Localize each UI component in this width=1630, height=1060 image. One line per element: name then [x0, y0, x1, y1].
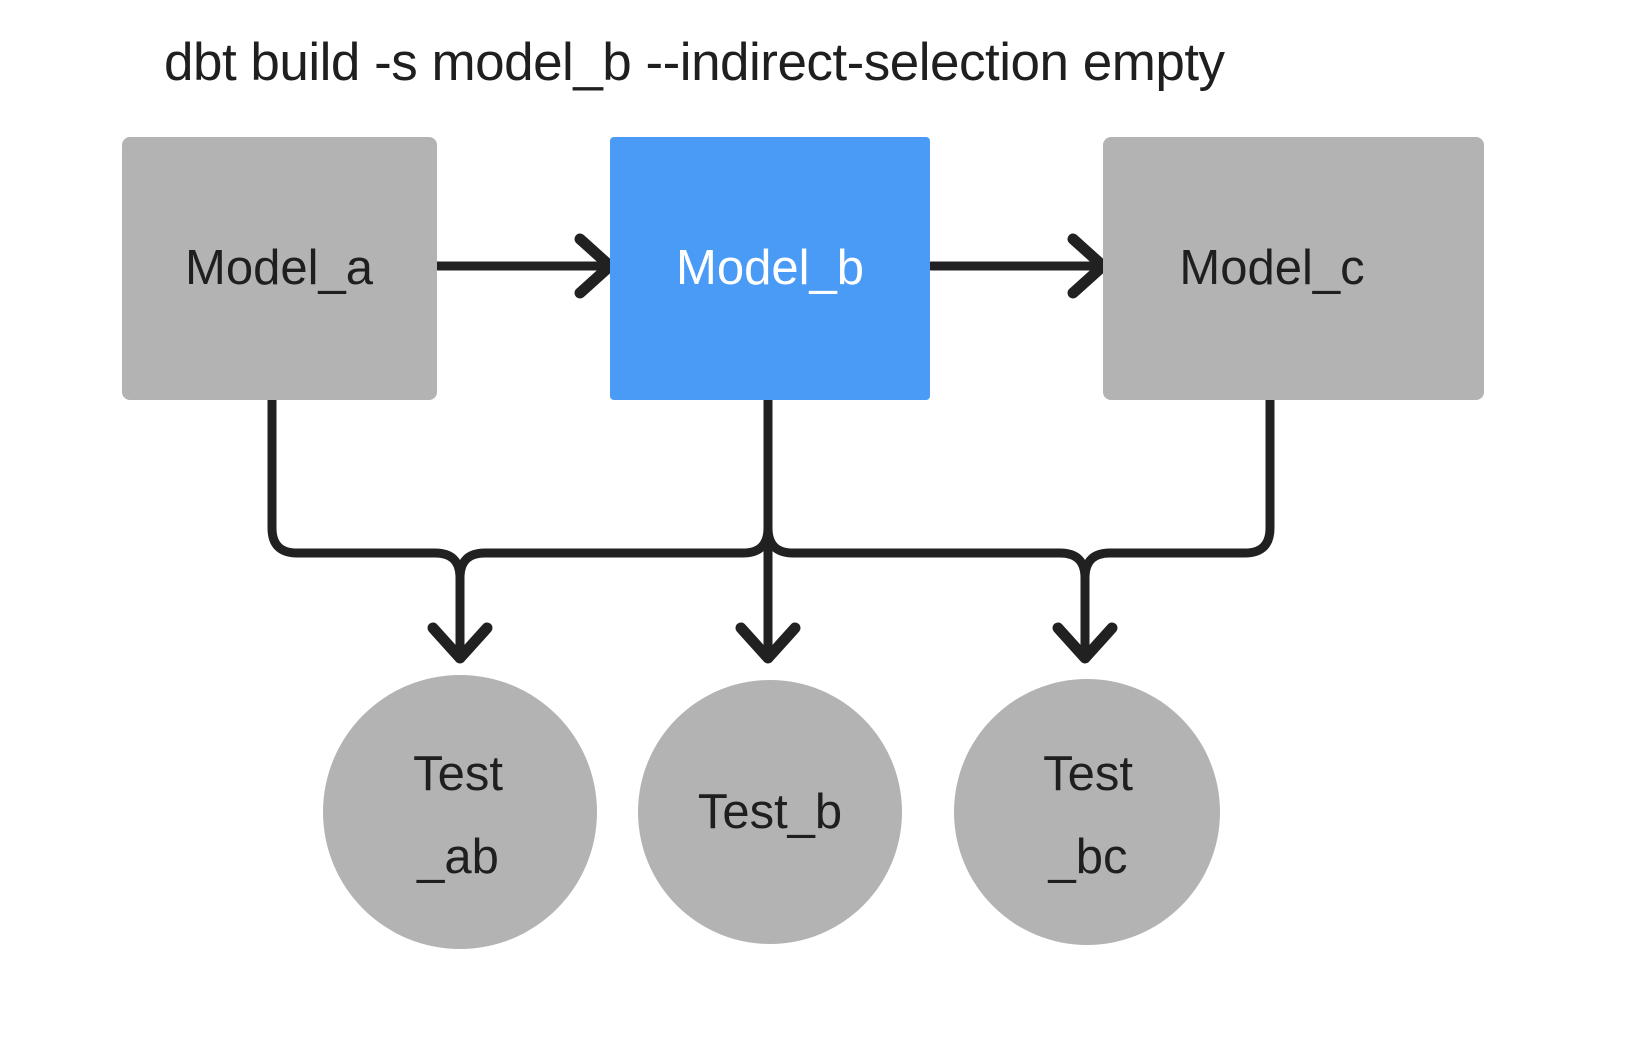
node-model-a[interactable]: Model_a [122, 137, 437, 400]
edge-layer [267, 233, 1275, 664]
node-test-ab-shape[interactable] [323, 675, 597, 949]
edge-model-b-to-test-ab [455, 395, 773, 660]
edge-model-a-to-model-b [432, 233, 616, 299]
node-model-a-shape[interactable] [122, 137, 437, 400]
node-model-b-label: Model_b [676, 241, 864, 295]
node-test-bc[interactable]: Test _bc [954, 679, 1220, 945]
node-model-b-shape[interactable] [610, 137, 930, 400]
node-test-bc-label-line1: Test [1043, 747, 1133, 801]
node-test-ab-label-line1: Test [413, 747, 503, 801]
diagram-title: dbt build -s model_b --indirect-selectio… [164, 33, 1226, 92]
node-test-bc-label-line2: _bc [1047, 830, 1127, 884]
edge-model-b-to-test-bc [763, 395, 1118, 664]
node-model-c[interactable]: Model_c [1103, 137, 1484, 400]
node-test-b-label-line1: Test_b [698, 785, 842, 839]
node-model-a-label: Model_a [185, 241, 374, 295]
edge-model-b-to-model-c [926, 233, 1109, 299]
node-test-bc-shape[interactable] [954, 679, 1220, 945]
test-node-layer: Test _ab Test_b Test _bc [323, 675, 1220, 949]
node-model-c-label: Model_c [1179, 241, 1364, 295]
edge-model-c-to-test-bc [1080, 395, 1275, 660]
node-test-ab-label-line2: _ab [416, 830, 499, 884]
node-test-b-shape[interactable] [638, 680, 902, 944]
node-model-c-shape[interactable] [1103, 137, 1484, 400]
model-node-layer: Model_a Model_b Model_c [122, 137, 1484, 400]
node-test-b[interactable]: Test_b [638, 680, 902, 944]
node-model-b[interactable]: Model_b [610, 137, 930, 400]
edge-model-a-to-test-ab [267, 395, 493, 664]
node-test-ab[interactable]: Test _ab [323, 675, 597, 949]
